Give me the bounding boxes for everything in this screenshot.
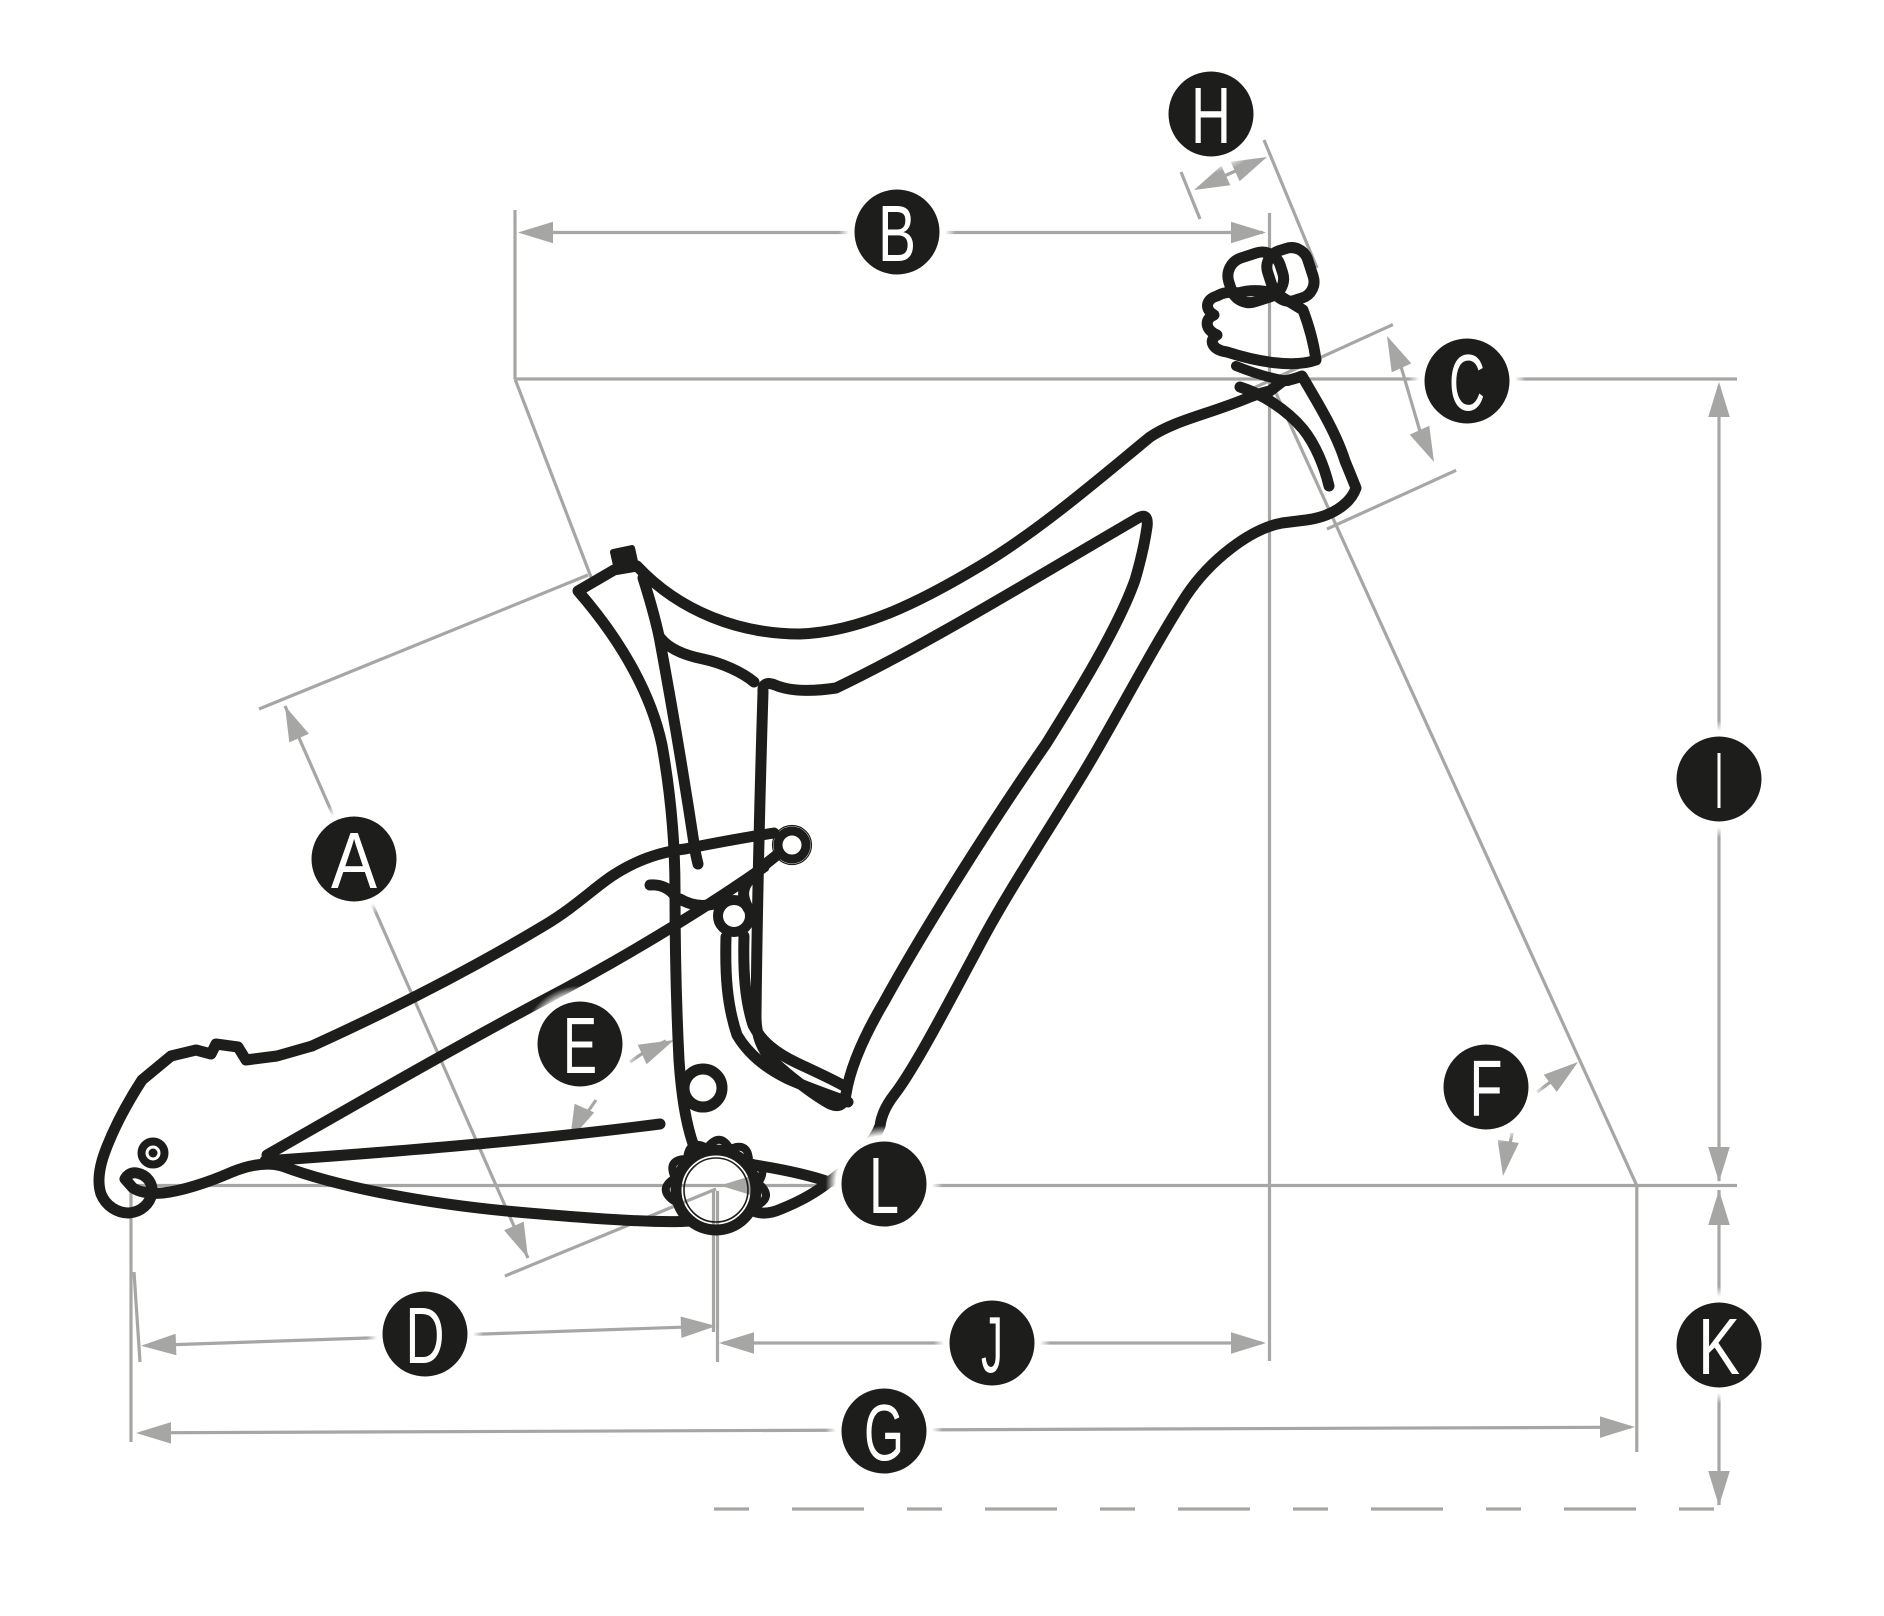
svg-text:K: K bbox=[1698, 1302, 1740, 1391]
svg-text:L: L bbox=[869, 1141, 899, 1230]
svg-text:A: A bbox=[331, 816, 378, 905]
svg-text:G: G bbox=[864, 1388, 904, 1477]
svg-text:H: H bbox=[1191, 71, 1231, 160]
svg-text:C: C bbox=[1449, 338, 1485, 427]
svg-text:E: E bbox=[563, 1001, 597, 1090]
svg-text:B: B bbox=[878, 189, 916, 278]
svg-text:J: J bbox=[981, 1300, 1003, 1389]
svg-text:I: I bbox=[1715, 736, 1724, 825]
svg-text:D: D bbox=[406, 1291, 445, 1380]
svg-text:F: F bbox=[1470, 1044, 1503, 1133]
